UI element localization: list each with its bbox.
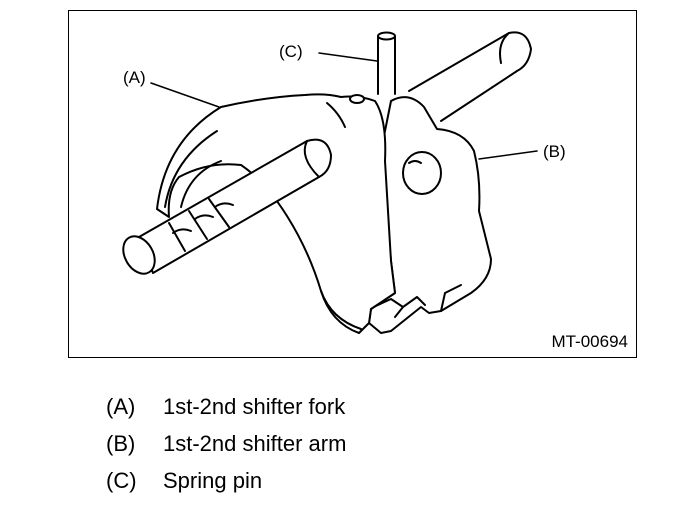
- legend-key: (C): [106, 467, 137, 493]
- callout-b: (B): [543, 142, 566, 161]
- shifter-illustration: [122, 31, 538, 334]
- legend-item: (A) 1st-2nd shifter fork: [106, 388, 346, 425]
- leader-lines: [150, 52, 538, 160]
- rear-shaft: [408, 31, 532, 122]
- legend: (A) 1st-2nd shifter fork (B) 1st-2nd shi…: [106, 388, 346, 499]
- diagram-frame: (A) (C) (B) MT-00694: [68, 10, 637, 358]
- legend-text: 1st-2nd shifter fork: [163, 393, 346, 419]
- shifter-arm: [368, 96, 492, 334]
- figure-id-label: MT-00694: [551, 332, 628, 351]
- shifter-fork: [156, 93, 396, 334]
- front-shaft: [122, 138, 332, 275]
- legend-text: Spring pin: [163, 467, 263, 493]
- legend-item: (C) Spring pin: [106, 462, 346, 499]
- legend-item: (B) 1st-2nd shifter arm: [106, 425, 346, 462]
- callout-a: (A): [123, 68, 146, 87]
- legend-key: (B): [106, 430, 136, 456]
- legend-key: (A): [106, 393, 136, 419]
- legend-text: 1st-2nd shifter arm: [163, 430, 347, 456]
- callout-c: (C): [279, 42, 303, 61]
- spring-pin: [377, 31, 396, 95]
